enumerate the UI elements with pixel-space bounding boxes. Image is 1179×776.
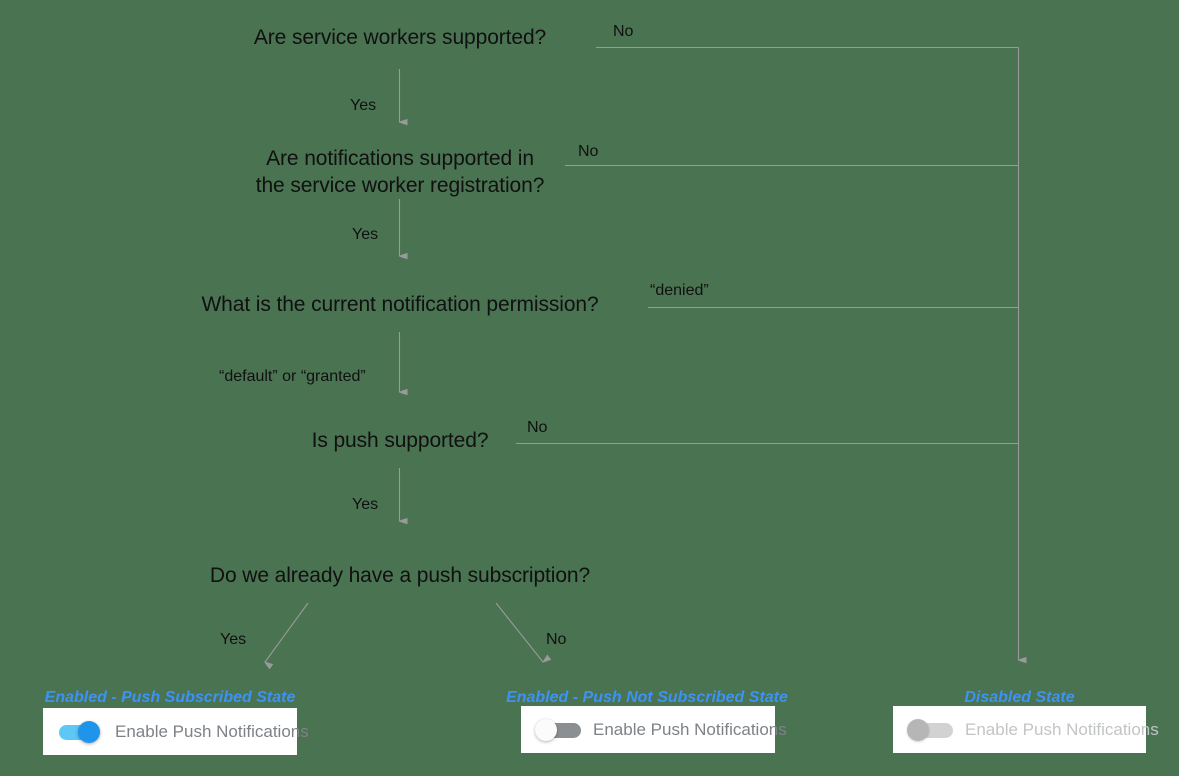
edge-label-permission-denied: “denied” [650, 282, 709, 299]
edge-label-service-workers-yes: Yes [350, 97, 377, 114]
node-service-workers: Are service workers supported? [253, 26, 547, 49]
outcome-card-disabled[interactable]: Enable Push Notifications [893, 706, 1159, 753]
toggle-label: Enable Push Notifications [593, 719, 787, 739]
toggle-knob [907, 718, 929, 741]
state-label-enabled-push-subscribed: Enabled - Push Subscribed State [44, 689, 296, 706]
node-existing-subscription: Do we already have a push subscription? [209, 564, 591, 587]
edge-label-push-yes: Yes [352, 496, 379, 513]
state-label-disabled: Disabled State [964, 689, 1075, 706]
toggle-switch-push-subscribed[interactable] [57, 720, 101, 743]
edge-label-permission-default-granted: “default” or “granted” [219, 368, 366, 385]
toggle-label: Enable Push Notifications [115, 721, 309, 741]
edge-label-notifications-no: No [578, 143, 599, 160]
edge-label-service-workers-no: No [613, 23, 634, 40]
state-label-enabled-push-not-subscribed: Enabled - Push Not Subscribed State [506, 689, 788, 706]
edge-label-subscription-yes: Yes [220, 631, 247, 648]
node-notifications-in-service-worker: Are notifications supported in the servi… [255, 147, 545, 197]
toggle-switch-disabled[interactable] [907, 718, 953, 741]
edge-label-notifications-yes: Yes [352, 226, 379, 243]
node-notification-permission: What is the current notification permiss… [201, 293, 599, 316]
outcome-card-enabled-push-not-subscribed[interactable]: Enable Push Notifications [521, 706, 787, 753]
toggle-knob [78, 720, 100, 743]
outcome-card-enabled-push-subscribed[interactable]: Enable Push Notifications [43, 708, 309, 755]
toggle-knob [535, 718, 557, 741]
toggle-switch-push-not-subscribed[interactable] [535, 718, 581, 741]
node-push-supported: Is push supported? [311, 429, 489, 452]
toggle-label: Enable Push Notifications [965, 719, 1159, 739]
edge-label-push-no: No [527, 419, 548, 436]
edge-label-subscription-no: No [546, 631, 567, 648]
